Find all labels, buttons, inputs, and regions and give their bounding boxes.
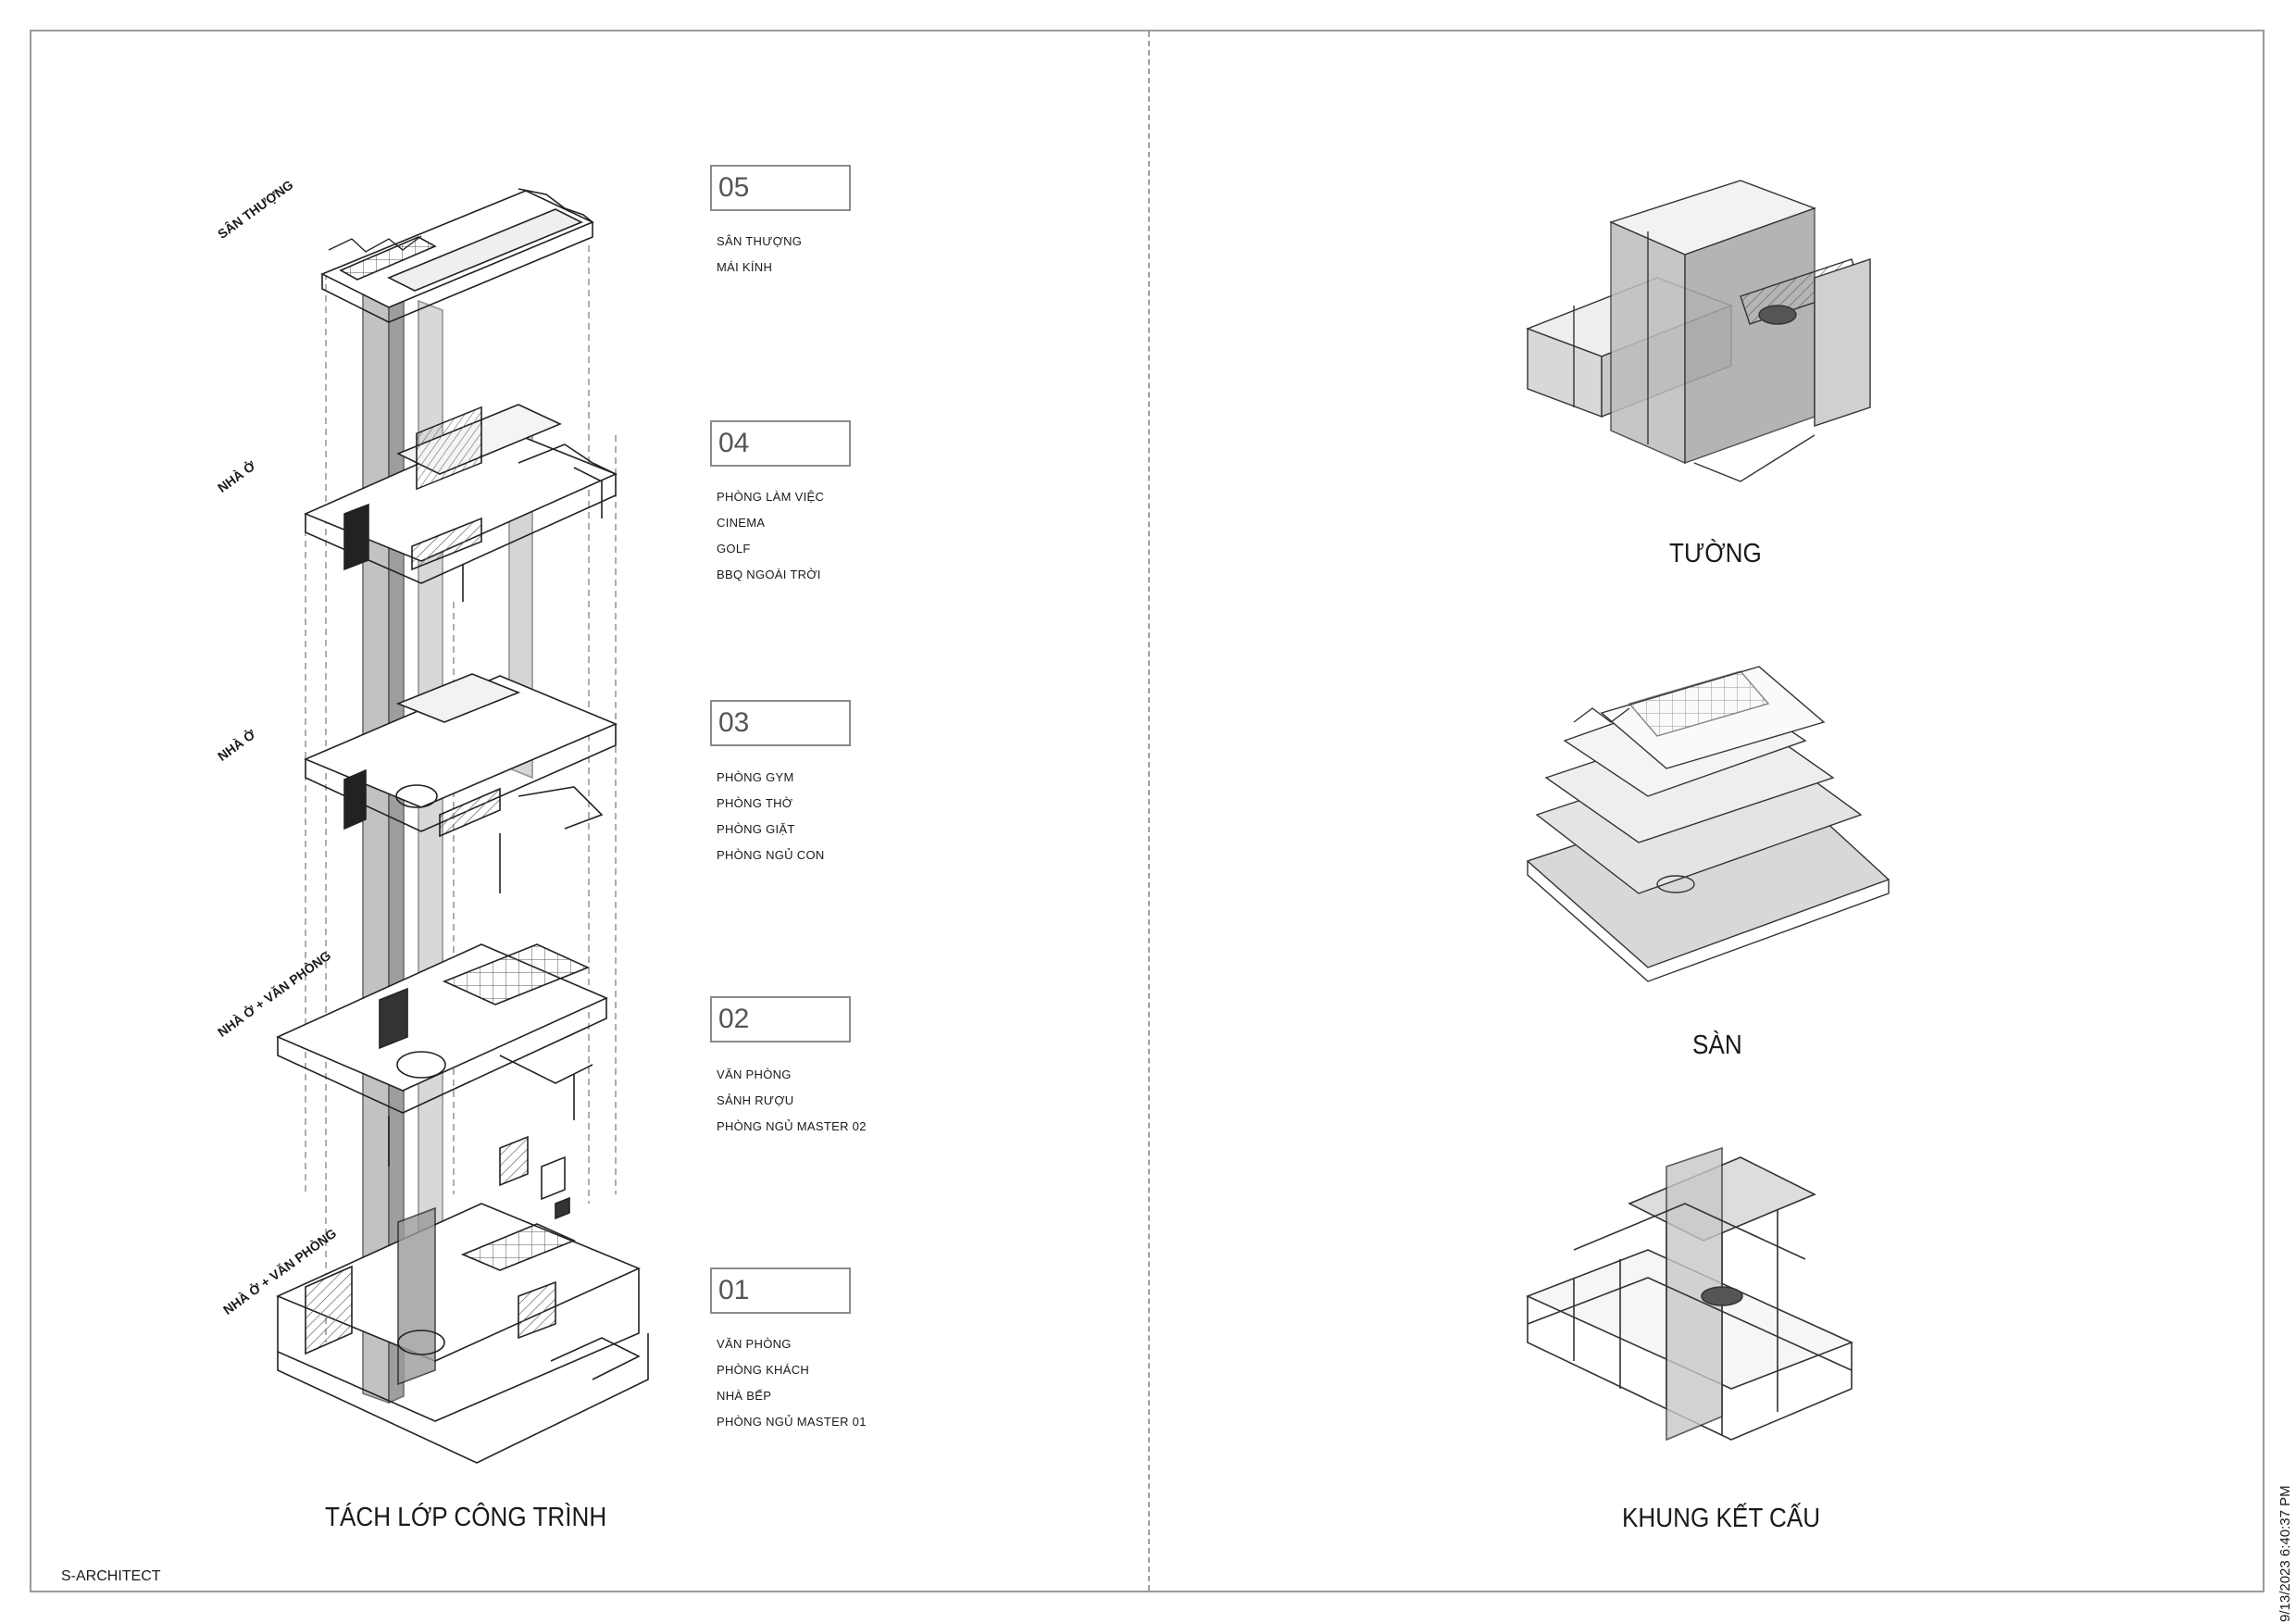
exploded-axonometric [275, 188, 649, 1464]
room-label: GOLF [717, 542, 751, 556]
room-label: SẢNH RƯỢU [717, 1093, 794, 1107]
caption-exploded: TÁCH LỚP CÔNG TRÌNH [325, 1503, 607, 1532]
level-04-room-list: PHÒNG LÀM VIỆC CINEMA GOLF BBQ NGOÀI TRỜ… [717, 490, 824, 593]
room-label: VĂN PHÒNG [717, 1337, 792, 1351]
room-label: PHÒNG THỜ [717, 796, 793, 810]
room-label: BBQ NGOÀI TRỜI [717, 568, 821, 581]
structure-isometric [1525, 1146, 1854, 1442]
caption-walls: TƯỜNG [1669, 539, 1762, 568]
level-number-03: 03 [710, 700, 851, 746]
print-timestamp: 9/13/2023 6:40:37 PM [2277, 1485, 2293, 1622]
level-number-05: 05 [710, 165, 851, 211]
caption-floors: SÀN [1692, 1030, 1742, 1060]
room-label: VĂN PHÒNG [717, 1067, 792, 1081]
room-label: PHÒNG GYM [717, 770, 794, 784]
room-label: CINEMA [717, 516, 766, 530]
level-05-slab [320, 188, 594, 323]
level-05-room-list: SÂN THƯỢNG MÁI KÍNH [717, 234, 802, 286]
sheet-divider [1148, 31, 1150, 1591]
level-04-slab [303, 404, 618, 602]
floating-objects [499, 1135, 570, 1220]
walls-isometric [1526, 180, 1871, 482]
room-label: PHÒNG LÀM VIỆC [717, 490, 825, 504]
floors-isometric [1526, 666, 1890, 982]
room-label: MÁI KÍNH [717, 260, 773, 274]
room-label: SÂN THƯỢNG [717, 234, 803, 248]
level-01-slab [275, 1203, 649, 1464]
room-label: PHÒNG KHÁCH [717, 1363, 810, 1377]
room-label: PHÒNG NGỦ MASTER 02 [717, 1119, 867, 1133]
room-label: PHÒNG NGỦ CON [717, 848, 825, 862]
level-01-room-list: VĂN PHÒNG PHÒNG KHÁCH NHÀ BẾP PHÒNG NGỦ … [717, 1337, 867, 1441]
sheet-border [30, 30, 2265, 1592]
level-number-04: 04 [710, 420, 851, 467]
room-label: PHÒNG GIẶT [717, 822, 795, 836]
room-label: PHÒNG NGỦ MASTER 01 [717, 1415, 867, 1429]
level-02-room-list: VĂN PHÒNG SẢNH RƯỢU PHÒNG NGỦ MASTER 02 [717, 1067, 867, 1145]
level-number-01: 01 [710, 1267, 851, 1314]
brand-label: S-ARCHITECT [61, 1568, 161, 1584]
level-03-slab [303, 673, 618, 893]
level-02-slab [276, 943, 608, 1167]
caption-structure: KHUNG KẾT CẤU [1622, 1504, 1821, 1533]
room-label: NHÀ BẾP [717, 1389, 772, 1403]
level-number-02: 02 [710, 996, 851, 1042]
level-03-room-list: PHÒNG GYM PHÒNG THỜ PHÒNG GIẶT PHÒNG NGỦ… [717, 770, 825, 874]
